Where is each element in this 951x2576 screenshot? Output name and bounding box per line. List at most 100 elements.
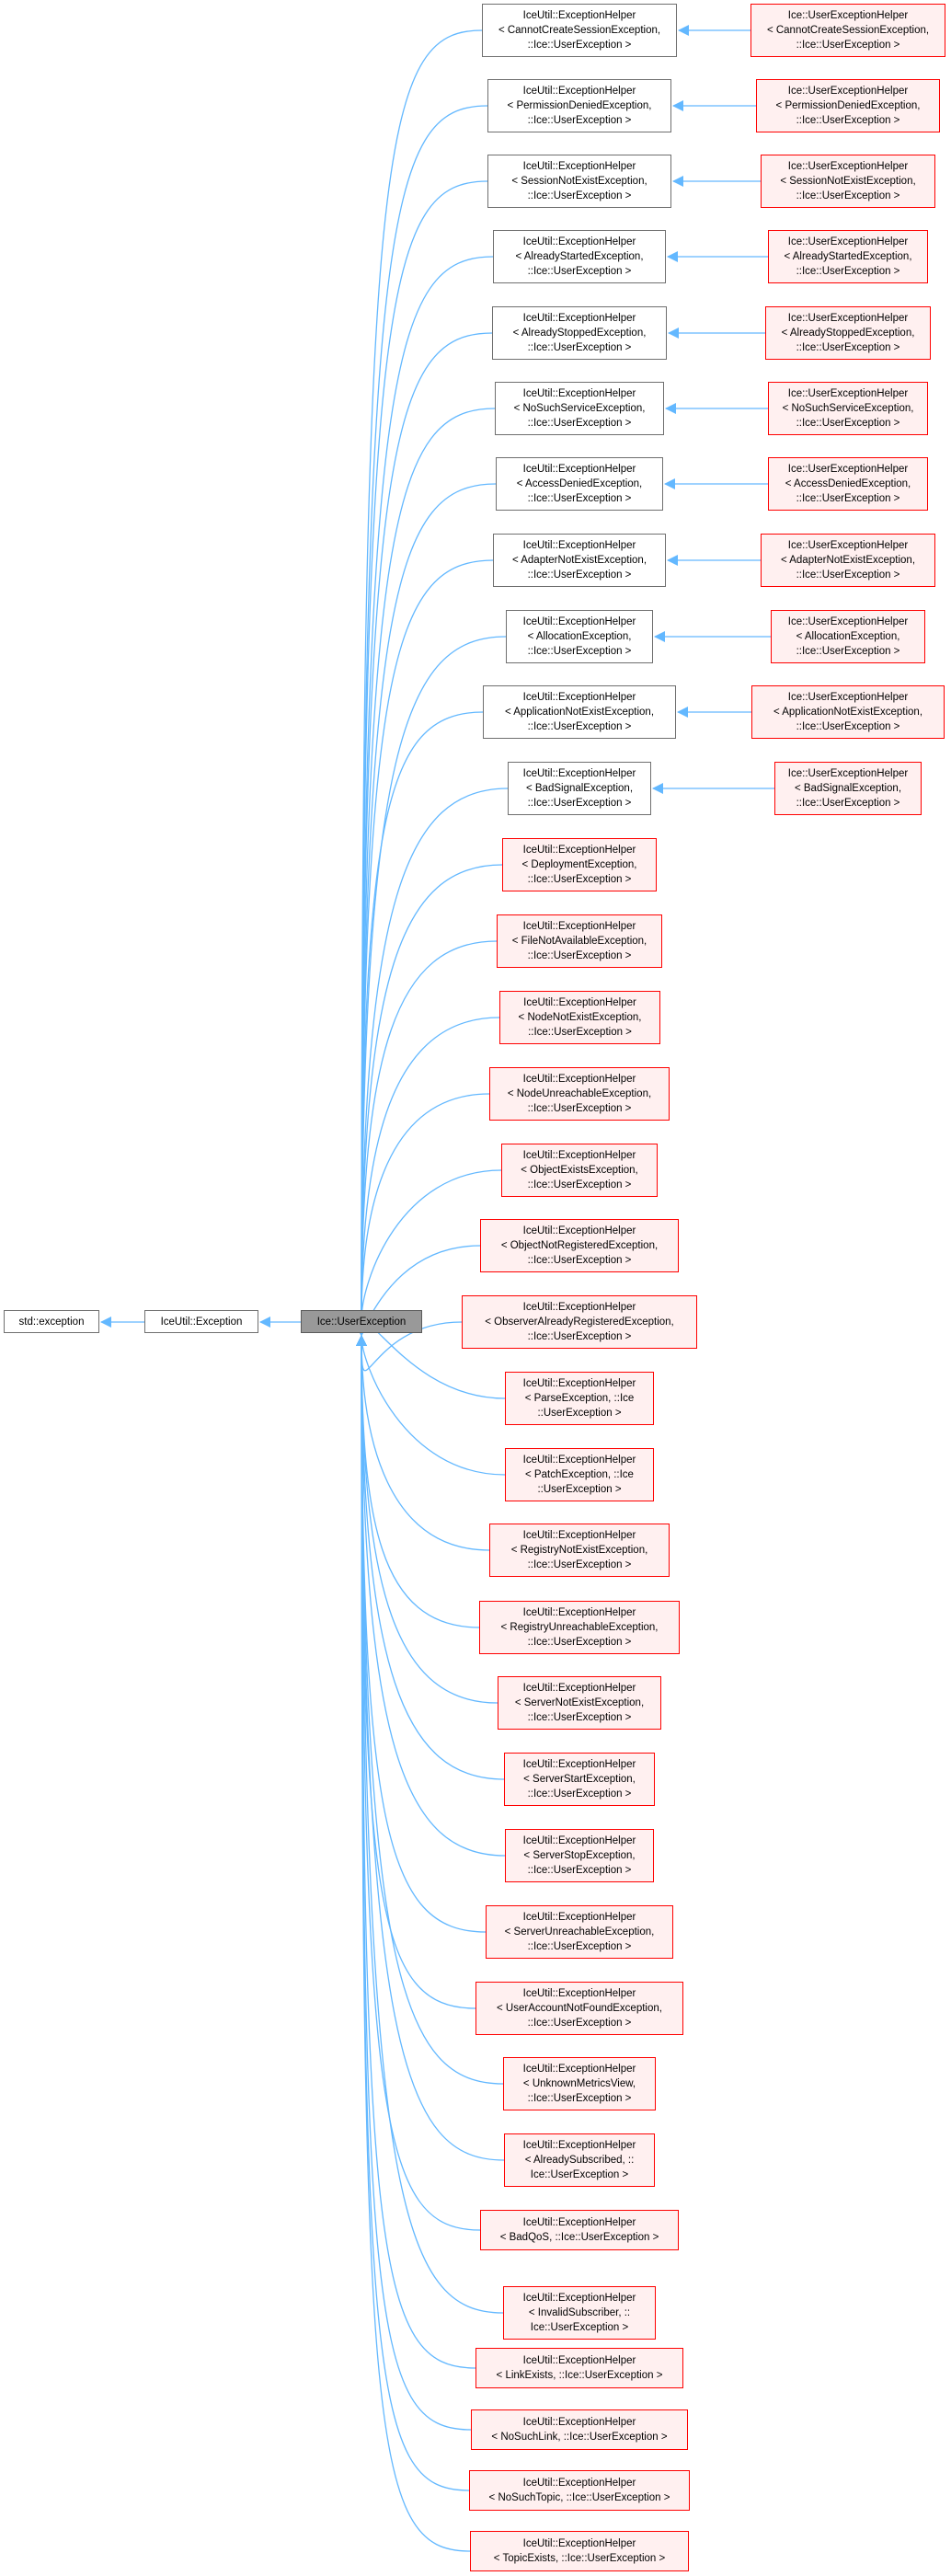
- node-label-line: ::Ice::UserException >: [796, 190, 900, 201]
- node-label-line: ::Ice::UserException >: [527, 1637, 632, 1648]
- node-label-line: ::Ice::UserException >: [527, 1331, 632, 1342]
- node-label-line: ::Ice::UserException >: [796, 266, 900, 277]
- node-label-line: ::Ice::UserException >: [528, 1027, 632, 1038]
- node-label-line: ::Ice::UserException >: [527, 266, 632, 277]
- node-label-line: IceUtil::ExceptionHelper: [522, 768, 636, 779]
- node-label-line: < UserAccountNotFoundException,: [497, 2003, 662, 2014]
- node-label-line: < DeploymentException,: [521, 859, 637, 870]
- node-label-line: IceUtil::ExceptionHelper: [523, 997, 636, 1008]
- node-label-line: Ice::UserExceptionHelper: [787, 768, 909, 779]
- node-label-line: IceUtil::ExceptionHelper: [522, 388, 636, 399]
- node-h-nosuchservice[interactable]: IceUtil::ExceptionHelper< NoSuchServiceE…: [495, 382, 664, 435]
- node-h-objectexists[interactable]: IceUtil::ExceptionHelper< ObjectExistsEx…: [501, 1144, 658, 1197]
- node-h-cannotcreate[interactable]: IceUtil::ExceptionHelper< CannotCreateSe…: [482, 4, 677, 57]
- node-h-unknownmetrics[interactable]: IceUtil::ExceptionHelper< UnknownMetrics…: [503, 2057, 656, 2110]
- node-h-nosuchlink[interactable]: IceUtil::ExceptionHelper< NoSuchLink, ::…: [471, 2409, 688, 2450]
- node-h-observeralready[interactable]: IceUtil::ExceptionHelper< ObserverAlread…: [462, 1295, 697, 1349]
- edge-h_alreadystopped-to-user: [356, 332, 493, 1321]
- node-h-registrynotexist[interactable]: IceUtil::ExceptionHelper< RegistryNotExi…: [489, 1524, 670, 1577]
- node-label-line: < AccessDeniedException,: [516, 478, 643, 489]
- node-label-line: < AlreadySubscribed, ::: [524, 2155, 635, 2166]
- node-u-alreadystopped[interactable]: Ice::UserExceptionHelper< AlreadyStopped…: [765, 306, 931, 360]
- node-label-line: < AllocationException,: [796, 631, 900, 642]
- node-h-nodenotexist[interactable]: IceUtil::ExceptionHelper< NodeNotExistEx…: [499, 991, 660, 1044]
- node-h-sessionnotexist[interactable]: IceUtil::ExceptionHelper< SessionNotExis…: [487, 155, 671, 208]
- node-label-line: IceUtil::ExceptionHelper: [522, 2140, 636, 2151]
- node-label: IceUtil::Exception: [160, 1316, 243, 1328]
- node-label-line: IceUtil::ExceptionHelper: [522, 540, 636, 551]
- node-iceutil-exception[interactable]: IceUtil::Exception: [144, 1310, 258, 1333]
- node-h-objectnotreg[interactable]: IceUtil::ExceptionHelper< ObjectNotRegis…: [480, 1219, 679, 1272]
- node-h-alreadystopped[interactable]: IceUtil::ExceptionHelper< AlreadyStopped…: [492, 306, 667, 360]
- node-label-line: Ice::UserExceptionHelper: [787, 540, 909, 551]
- node-h-nosuchtopic[interactable]: IceUtil::ExceptionHelper< NoSuchTopic, :…: [469, 2470, 690, 2511]
- node-h-servernotexist[interactable]: IceUtil::ExceptionHelper< ServerNotExist…: [498, 1676, 661, 1730]
- edge-h_deployment-to-user: [356, 864, 503, 1321]
- node-h-parse[interactable]: IceUtil::ExceptionHelper< ParseException…: [505, 1372, 654, 1425]
- node-h-serverstop[interactable]: IceUtil::ExceptionHelper< ServerStopExce…: [505, 1829, 654, 1882]
- node-h-filenotavail[interactable]: IceUtil::ExceptionHelper< FileNotAvailab…: [497, 914, 662, 968]
- node-label-line: IceUtil::ExceptionHelper: [522, 1530, 636, 1541]
- node-h-invalidsubscriber[interactable]: IceUtil::ExceptionHelper< InvalidSubscri…: [503, 2286, 656, 2340]
- node-label-line: IceUtil::ExceptionHelper: [522, 2417, 636, 2428]
- edge-h_accessdenied-to-user: [356, 483, 497, 1321]
- node-label-line: ::Ice::UserException >: [796, 493, 900, 504]
- node-u-permission[interactable]: Ice::UserExceptionHelper< PermissionDeni…: [756, 79, 940, 132]
- node-u-badsignal[interactable]: Ice::UserExceptionHelper< BadSignalExcep…: [774, 762, 922, 815]
- node-h-accessdenied[interactable]: IceUtil::ExceptionHelper< AccessDeniedEx…: [496, 457, 663, 511]
- node-h-registryunreach[interactable]: IceUtil::ExceptionHelper< RegistryUnreac…: [479, 1601, 680, 1654]
- node-label-line: < SessionNotExistException,: [511, 176, 647, 187]
- node-h-linkexists[interactable]: IceUtil::ExceptionHelper< LinkExists, ::…: [476, 2348, 683, 2388]
- edge-h_nodeunreach-to-user: [356, 1093, 490, 1321]
- node-h-nodeunreach[interactable]: IceUtil::ExceptionHelper< NodeUnreachabl…: [489, 1067, 670, 1121]
- node-h-permission[interactable]: IceUtil::ExceptionHelper< PermissionDeni…: [487, 79, 671, 132]
- node-h-deployment[interactable]: IceUtil::ExceptionHelper< DeploymentExce…: [502, 838, 657, 891]
- edge-h_alreadysubscribed-to-user: [356, 1335, 505, 2161]
- node-label-line: IceUtil::ExceptionHelper: [522, 921, 636, 932]
- node-u-allocation[interactable]: Ice::UserExceptionHelper< AllocationExce…: [771, 610, 925, 663]
- node-label-line: ::Ice::UserException >: [796, 342, 900, 353]
- node-h-alreadysubscribed[interactable]: IceUtil::ExceptionHelper< AlreadySubscri…: [504, 2133, 655, 2187]
- edge-h_cannotcreate-to-user: [356, 29, 483, 1321]
- node-label-line: IceUtil::ExceptionHelper: [522, 2538, 636, 2549]
- node-label-line: < ParseException, ::Ice: [524, 1393, 635, 1404]
- node-label-line: Ice::UserException >: [530, 2169, 629, 2180]
- node-u-accessdenied[interactable]: Ice::UserExceptionHelper< AccessDeniedEx…: [768, 457, 928, 511]
- node-u-alreadystarted[interactable]: Ice::UserExceptionHelper< AlreadyStarted…: [768, 230, 928, 283]
- node-h-serverstart[interactable]: IceUtil::ExceptionHelper< ServerStartExc…: [504, 1753, 655, 1806]
- node-h-allocation[interactable]: IceUtil::ExceptionHelper< AllocationExce…: [506, 610, 653, 663]
- node-label-line: IceUtil::ExceptionHelper: [522, 464, 636, 475]
- node-h-appnotexist[interactable]: IceUtil::ExceptionHelper< ApplicationNot…: [483, 685, 676, 739]
- node-label-line: < ServerUnreachableException,: [504, 1926, 655, 1938]
- node-u-adapternotexist[interactable]: Ice::UserExceptionHelper< AdapterNotExis…: [761, 534, 935, 587]
- node-h-badqos[interactable]: IceUtil::ExceptionHelper< BadQoS, ::Ice:…: [480, 2210, 679, 2250]
- node-label-line: < RegistryNotExistException,: [510, 1545, 648, 1556]
- node-ice-userexception[interactable]: Ice::UserException: [301, 1310, 422, 1333]
- edge-h_nodenotexist-to-user: [356, 1017, 500, 1321]
- node-label-line: < ApplicationNotExistException,: [504, 707, 655, 718]
- node-label-line: ::Ice::UserException >: [527, 1712, 632, 1723]
- node-h-topicexists[interactable]: IceUtil::ExceptionHelper< TopicExists, :…: [470, 2531, 689, 2571]
- node-label-line: Ice::UserExceptionHelper: [787, 464, 909, 475]
- node-u-cannotcreate[interactable]: Ice::UserExceptionHelper< CannotCreateSe…: [750, 4, 945, 57]
- node-h-alreadystarted[interactable]: IceUtil::ExceptionHelper< AlreadyStarted…: [493, 230, 666, 283]
- edge-h_patch-to-user: [356, 1335, 506, 1476]
- node-label-line: < AlreadyStartedException,: [784, 251, 912, 262]
- node-label-line: IceUtil::ExceptionHelper: [522, 1759, 636, 1770]
- node-h-adapternotexist[interactable]: IceUtil::ExceptionHelper< AdapterNotExis…: [493, 534, 666, 587]
- node-u-sessionnotexist[interactable]: Ice::UserExceptionHelper< SessionNotExis…: [761, 155, 935, 208]
- edge-h_servernotexist-to-user: [356, 1335, 498, 1704]
- node-u-nosuchservice[interactable]: Ice::UserExceptionHelper< NoSuchServiceE…: [768, 382, 928, 435]
- node-h-patch[interactable]: IceUtil::ExceptionHelper< PatchException…: [505, 1448, 654, 1501]
- node-h-badsignal[interactable]: IceUtil::ExceptionHelper< BadSignalExcep…: [508, 762, 651, 815]
- node-label-line: IceUtil::ExceptionHelper: [522, 10, 636, 21]
- node-label-line: IceUtil::ExceptionHelper: [522, 1378, 636, 1389]
- node-h-useraccount[interactable]: IceUtil::ExceptionHelper< UserAccountNot…: [476, 1982, 683, 2035]
- node-label-line: IceUtil::ExceptionHelper: [522, 2478, 636, 2489]
- node-std-exception[interactable]: std::exception: [4, 1310, 99, 1333]
- node-label-line: IceUtil::ExceptionHelper: [522, 1302, 636, 1313]
- node-label-line: IceUtil::ExceptionHelper: [522, 161, 636, 172]
- node-u-appnotexist[interactable]: Ice::UserExceptionHelper< ApplicationNot…: [751, 685, 945, 739]
- node-h-serverunreach[interactable]: IceUtil::ExceptionHelper< ServerUnreacha…: [486, 1905, 673, 1959]
- node-label-line: ::Ice::UserException >: [527, 418, 632, 429]
